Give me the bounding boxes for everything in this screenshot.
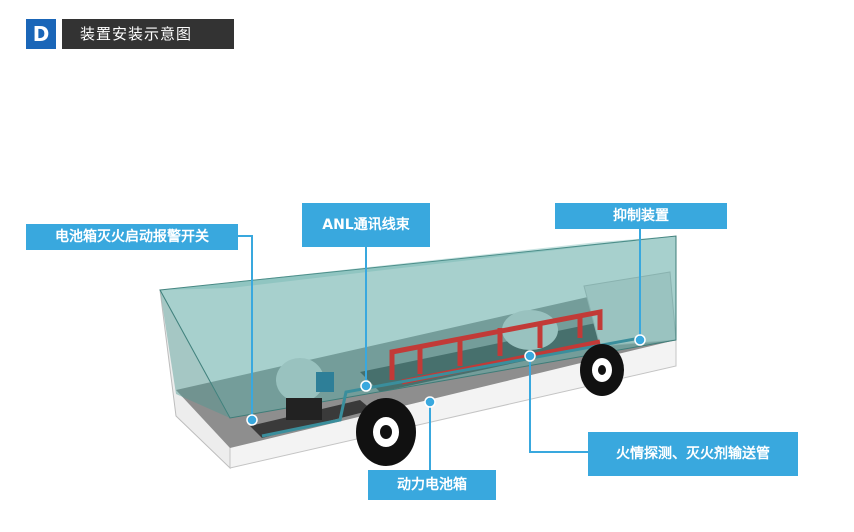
bus-glass-shell bbox=[159, 235, 677, 419]
driver-seat bbox=[286, 398, 322, 420]
rear-wheel bbox=[580, 344, 624, 396]
dashboard-screen bbox=[316, 372, 334, 392]
section-title: 装置安装示意图 bbox=[62, 19, 234, 49]
section-header: D 装置安装示意图 bbox=[26, 19, 234, 49]
callout-suppression-device: 抑制装置 bbox=[555, 203, 727, 229]
front-wheel bbox=[356, 398, 416, 466]
leader-dots bbox=[246, 334, 646, 426]
bus-roof bbox=[160, 236, 676, 290]
anl-harness-line bbox=[261, 336, 641, 438]
callout-power-battery-box: 动力电池箱 bbox=[368, 470, 496, 500]
callout-anl-harness: ANL通讯线束 bbox=[302, 203, 430, 247]
section-badge: D bbox=[26, 19, 56, 49]
leader-lines bbox=[238, 228, 641, 470]
callout-battery-switch: 电池箱灭火启动报警开关 bbox=[26, 224, 238, 250]
callout-fire-detection-pipe: 火情探测、灭火剂输送管 bbox=[588, 432, 798, 476]
bus-glass-front bbox=[160, 290, 230, 418]
